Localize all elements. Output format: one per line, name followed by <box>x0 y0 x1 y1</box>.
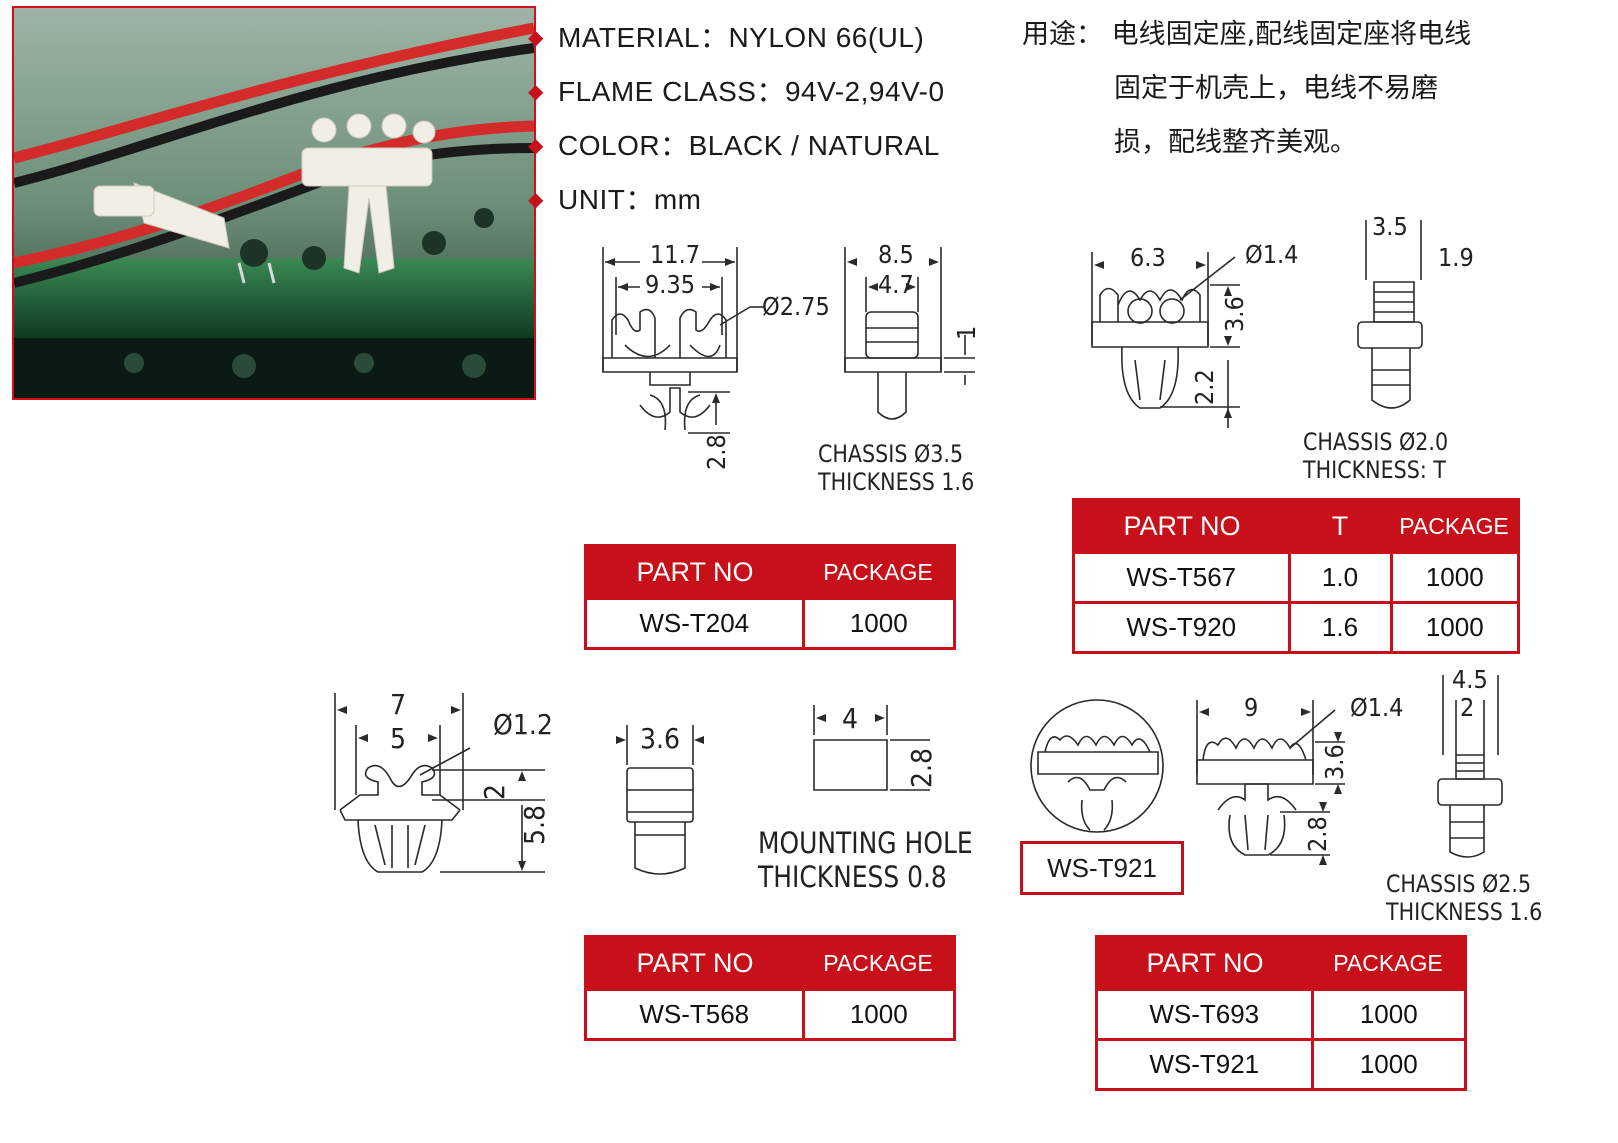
cell-part-no: WS-T693 <box>1095 988 1314 1041</box>
spec-unit-text: UNIT：mm <box>558 184 702 215</box>
bullet-icon: ◆ <box>528 27 544 49</box>
cell-part-no: WS-T920 <box>1072 601 1291 654</box>
bullet-icon: ◆ <box>528 189 544 211</box>
thickness-note: THICKNESS: T <box>1303 456 1446 484</box>
cell-package: 1000 <box>1310 1038 1467 1091</box>
header-t: T <box>1289 499 1391 553</box>
cell-package: 1000 <box>801 988 956 1041</box>
dim-label: 11.7 <box>650 240 701 269</box>
bullet-icon: ◆ <box>528 81 544 103</box>
header-part-no: PART NO <box>1073 499 1289 553</box>
product-photo <box>12 6 536 400</box>
ws-t693-front-view <box>1197 700 1345 855</box>
dim-label: 6.3 <box>1130 243 1166 272</box>
spec-material-text: MATERIAL：NYLON 66(UL) <box>558 22 925 53</box>
bullet-icon: ◆ <box>528 135 544 157</box>
cell-t: 1.0 <box>1287 551 1393 604</box>
dim-label: 9 <box>1244 693 1259 722</box>
dim-label: 1.9 <box>1438 243 1474 272</box>
header-package: PACKAGE <box>1312 936 1466 990</box>
cell-part-no: WS-T921 <box>1095 1038 1314 1091</box>
ws-t568-front-view <box>335 693 545 872</box>
header-package: PACKAGE <box>1391 499 1519 553</box>
cell-part-no: WS-T204 <box>584 597 805 650</box>
usage-line-1: 用途： 电线固定座,配线固定座将电线 <box>1022 8 1471 62</box>
dim-label: 3.5 <box>1372 212 1408 241</box>
dim-label: 4 <box>842 702 859 735</box>
chassis-note: CHASSIS Ø2.5 <box>1386 870 1532 898</box>
thickness-note: THICKNESS 1.6 <box>1386 898 1543 926</box>
dim-label: Ø1.2 <box>493 708 553 741</box>
cell-package: 1000 <box>1310 988 1467 1041</box>
ws-t693-side-view <box>1438 675 1502 857</box>
ws-t568-side-view <box>627 725 693 874</box>
header-package: PACKAGE <box>803 936 955 990</box>
usage-title: 用途： <box>1022 19 1103 50</box>
ws-t204-side-view <box>845 247 975 419</box>
dimension-arrows <box>337 258 1342 871</box>
dim-label: 2.8 <box>702 434 731 470</box>
cell-package: 1000 <box>1389 551 1520 604</box>
dim-label: 5.8 <box>518 804 551 845</box>
detail-part-badge: WS-T921 <box>1020 841 1184 895</box>
dim-label: 1 <box>952 325 981 340</box>
dim-label: 2.2 <box>1190 369 1219 405</box>
spec-flame-text: FLAME CLASS：94V-2,94V-0 <box>558 76 945 107</box>
header-part-no: PART NO <box>1096 936 1312 990</box>
spec-color: ◆ COLOR：BLACK / NATURAL <box>528 124 940 164</box>
spec-material: ◆ MATERIAL：NYLON 66(UL) <box>528 16 924 56</box>
cell-part-no: WS-T567 <box>1072 551 1291 604</box>
dim-label: 7 <box>390 688 407 721</box>
spec-flame-class: ◆ FLAME CLASS：94V-2,94V-0 <box>528 70 945 110</box>
cell-part-no: WS-T568 <box>584 988 805 1041</box>
ws-t567-front-view <box>1092 252 1240 428</box>
dim-label: 2 <box>1460 693 1475 722</box>
dim-label: 2.8 <box>905 747 938 788</box>
thickness-note: THICKNESS 1.6 <box>818 468 975 496</box>
chassis-note: CHASSIS Ø3.5 <box>818 440 964 468</box>
mounting-hole-note: MOUNTING HOLE <box>758 826 973 860</box>
usage-text-3: 损，配线整齐美观。 <box>1114 127 1357 158</box>
mounting-hole-view <box>814 705 930 790</box>
cell-package: 1000 <box>1389 601 1520 654</box>
spec-color-text: COLOR：BLACK / NATURAL <box>558 130 940 161</box>
dim-label: 2 <box>478 783 511 800</box>
dim-label: 3.6 <box>1220 296 1249 332</box>
dim-label: 3.6 <box>640 722 681 755</box>
dim-label: 8.5 <box>878 240 914 269</box>
cell-t: 1.6 <box>1287 601 1393 654</box>
dim-label: 4.5 <box>1452 665 1488 694</box>
chassis-note: CHASSIS Ø2.0 <box>1303 428 1449 456</box>
header-package: PACKAGE <box>803 545 955 599</box>
cell-package: 1000 <box>801 597 956 650</box>
ws-t567-side-view <box>1358 220 1422 408</box>
dim-label: 2.8 <box>1303 816 1332 852</box>
dim-label: 5 <box>390 722 407 755</box>
header-part-no: PART NO <box>585 936 803 990</box>
dim-label: Ø1.4 <box>1350 693 1404 722</box>
dim-label: 3.6 <box>1320 744 1349 780</box>
dim-label: Ø2.75 <box>762 292 830 321</box>
header-part-no: PART NO <box>585 545 803 599</box>
usage-text-1: 电线固定座,配线固定座将电线 <box>1111 19 1472 50</box>
usage-text-2: 固定于机壳上，电线不易磨 <box>1114 73 1438 104</box>
spec-unit: ◆ UNIT：mm <box>528 178 701 218</box>
dim-label: 4.7 <box>878 270 914 299</box>
ws-t921-detail-view <box>1031 700 1163 832</box>
ws-t204-front-view <box>603 247 765 433</box>
thickness-note: THICKNESS 0.8 <box>758 860 947 894</box>
dim-label: 9.35 <box>645 270 696 299</box>
dim-label: Ø1.4 <box>1245 240 1299 269</box>
